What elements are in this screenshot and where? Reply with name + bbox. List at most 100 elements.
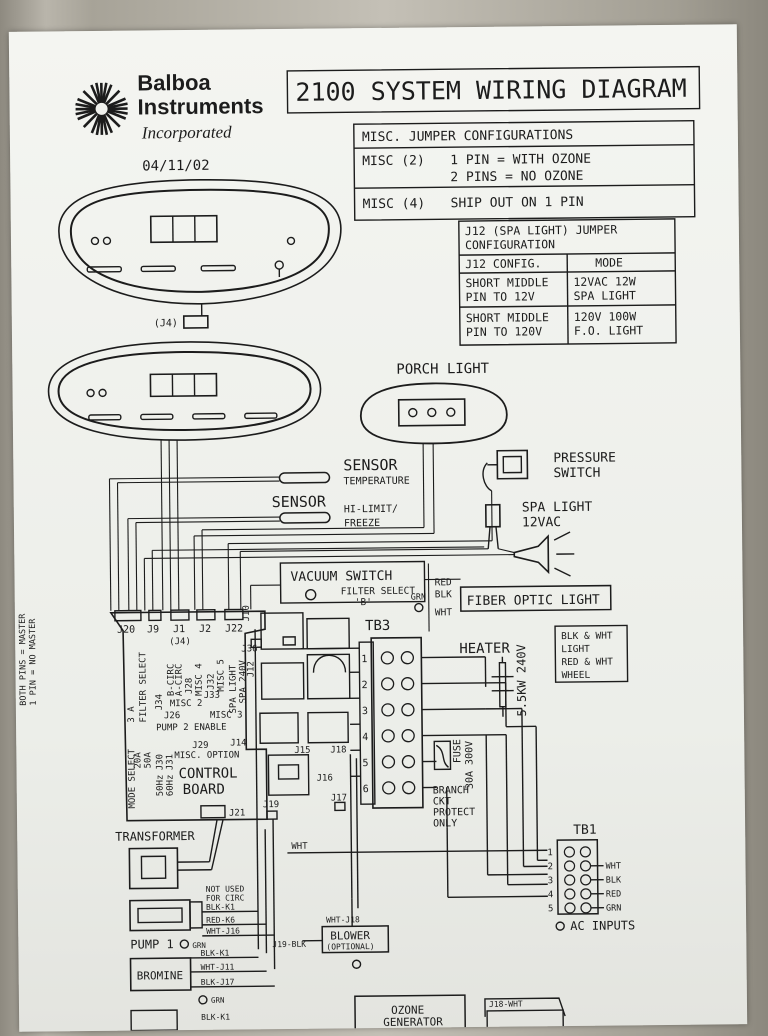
- tb1-term3: 3: [548, 876, 554, 886]
- j1-label: J1: [173, 624, 185, 635]
- bottom-right-device: [487, 1010, 563, 1031]
- branch-label4: ONLY: [433, 818, 457, 829]
- hz50-label: 50Hz: [156, 775, 166, 797]
- fuse-icon: [434, 741, 450, 769]
- spa-light-vertical: SPA LIGHT: [228, 664, 239, 713]
- j29-label: J29: [192, 741, 208, 751]
- tb1-wht: WHT: [606, 861, 621, 871]
- company-name-line3: Incorporated: [141, 123, 232, 143]
- pressure-switch-label2: SWITCH: [553, 466, 600, 481]
- not-used-label1: NOT USED: [206, 884, 245, 893]
- company-name-line1: Balboa: [137, 70, 211, 96]
- branch-label2: CKT: [433, 796, 451, 807]
- misc-row1-val2: 2 PINS = NO OZONE: [450, 169, 583, 185]
- topside-panel-1: (J4): [58, 178, 342, 330]
- tb1-blk: BLK: [606, 875, 622, 885]
- j12-col2: MODE: [595, 255, 623, 269]
- j4b-label: (J4): [169, 637, 191, 647]
- light-note1: BLK & WHT: [561, 631, 613, 643]
- misc2-label: MISC 2: [170, 699, 203, 709]
- misc3-label: MISC 3: [210, 710, 243, 720]
- misc-jumper-table: MISC. JUMPER CONFIGURATIONS MISC (2) 1 P…: [354, 121, 695, 221]
- control-board-label2: BOARD: [183, 782, 225, 798]
- spa-light-label1: SPA LIGHT: [522, 500, 593, 516]
- j12-r2c1b: PIN TO 120V: [466, 324, 542, 339]
- light-note4: WHEEL: [561, 670, 590, 681]
- j12-r2c2a: 120V 100W: [574, 309, 637, 324]
- amp50-label: 50A: [143, 752, 153, 769]
- ground-icon-bromine: [199, 996, 207, 1004]
- filter-select-label: FILTER SELECT: [341, 586, 416, 598]
- tb1-term5: 5: [548, 904, 554, 914]
- j31-label: J31: [165, 754, 175, 770]
- wire-bundle: [109, 437, 515, 635]
- mode-select-label: MODE SELECT: [127, 748, 138, 808]
- j12-col1: J12 CONFIG.: [465, 256, 541, 271]
- heater-element-icon: [491, 657, 514, 717]
- j4-label: (J4): [154, 318, 178, 329]
- j10-label: J10: [242, 605, 252, 621]
- blower-label1: BLOWER: [330, 929, 370, 942]
- blk-j17-label: BLK-J17: [201, 978, 235, 987]
- j32-label: J32: [207, 673, 217, 689]
- wiring-diagram-sheet: Balboa Instruments Incorporated 04/11/02…: [9, 24, 747, 1032]
- j15-label: J15: [294, 746, 310, 756]
- hz60-label: 60Hz: [166, 774, 176, 796]
- blk-k1b-label: BLK-K1: [200, 949, 229, 958]
- j16-label: J16: [317, 773, 333, 783]
- j30-label: J30: [155, 754, 165, 770]
- j12-r1c1b: PIN TO 12V: [466, 289, 535, 304]
- fuse-label: FUSE: [452, 739, 463, 763]
- pump2-enable-label: PUMP 2 ENABLE: [156, 723, 227, 734]
- tb3-label: TB3: [365, 618, 390, 634]
- branch-label1: BRANCH: [433, 785, 469, 796]
- j14-label: J14: [230, 738, 246, 748]
- tb1-red: RED: [606, 889, 621, 899]
- porch-light-label: PORCH LIGHT: [396, 361, 489, 378]
- porch-light-housing: [360, 383, 507, 445]
- tb3-term3: 3: [362, 706, 368, 717]
- vacuum-switch-icon: [306, 590, 316, 600]
- misc-option-label: MISC. OPTION: [174, 750, 239, 761]
- misc-row2-val: SHIP OUT ON 1 PIN: [451, 195, 584, 211]
- company-name-line2: Instruments: [137, 93, 263, 119]
- j12-r1c2a: 12VAC 12W: [573, 274, 636, 289]
- wht-mid-label: WHT: [291, 842, 308, 852]
- j22-label: J22: [225, 623, 243, 634]
- filter-select-vertical: FILTER SELECT: [138, 651, 149, 722]
- blk-wire-label: BLK: [435, 589, 453, 600]
- control-board: J20 J9 J1 J2 J22 (J4) J10 J36 BOTH PINS …: [18, 605, 267, 822]
- tb3-term5: 5: [362, 758, 368, 769]
- j12-config-table: J12 (SPA LIGHT) JUMPER CONFIGURATION J12…: [459, 219, 676, 345]
- ground-icon-blower: [353, 960, 361, 968]
- misc-table-heading: MISC. JUMPER CONFIGURATIONS: [362, 128, 573, 145]
- sensor1-sub: TEMPERATURE: [343, 476, 409, 488]
- spa-light-icon: [514, 532, 574, 577]
- j20-label: J20: [117, 625, 135, 636]
- wht-j16-label: WHT-J16: [206, 926, 240, 935]
- pump1-label: PUMP 1: [130, 937, 174, 951]
- misc-row1-val1: 1 PIN = WITH OZONE: [450, 152, 591, 168]
- ground-icon-tb1: [556, 922, 564, 930]
- ozone-label2: GENERATOR: [383, 1015, 443, 1029]
- j12-heading1: J12 (SPA LIGHT) JUMPER: [465, 222, 618, 238]
- hi-limit-sensor: SENSOR HI-LIMIT/ FREEZE: [272, 492, 399, 530]
- j9-label: J9: [147, 624, 159, 635]
- spa-light-connector-icon: [486, 505, 500, 549]
- bottom-device-box: [131, 1010, 177, 1030]
- grn-wire-label: GRN: [411, 593, 426, 603]
- tb1-term2: 2: [548, 862, 554, 872]
- blk-k1d-label: BLK-K1: [201, 1013, 230, 1022]
- j19-label: J19: [263, 800, 279, 810]
- sensor2-sub1: HI-LIMIT/: [344, 504, 398, 516]
- misc5-label: MISC 5: [216, 659, 226, 692]
- pressure-switch-icon: [483, 450, 528, 490]
- wht-wire-label: WHT: [435, 607, 453, 618]
- red-k6-label: RED-K6: [206, 916, 235, 925]
- blk-k1-label: BLK-K1: [206, 903, 235, 912]
- a-circ-label: A-CIRC: [174, 664, 184, 697]
- ground-icon-pump1: [180, 940, 188, 948]
- j34-label: J34: [155, 694, 165, 710]
- sensor1-label: SENSOR: [343, 456, 398, 475]
- grn2-label: GRN: [211, 996, 225, 1005]
